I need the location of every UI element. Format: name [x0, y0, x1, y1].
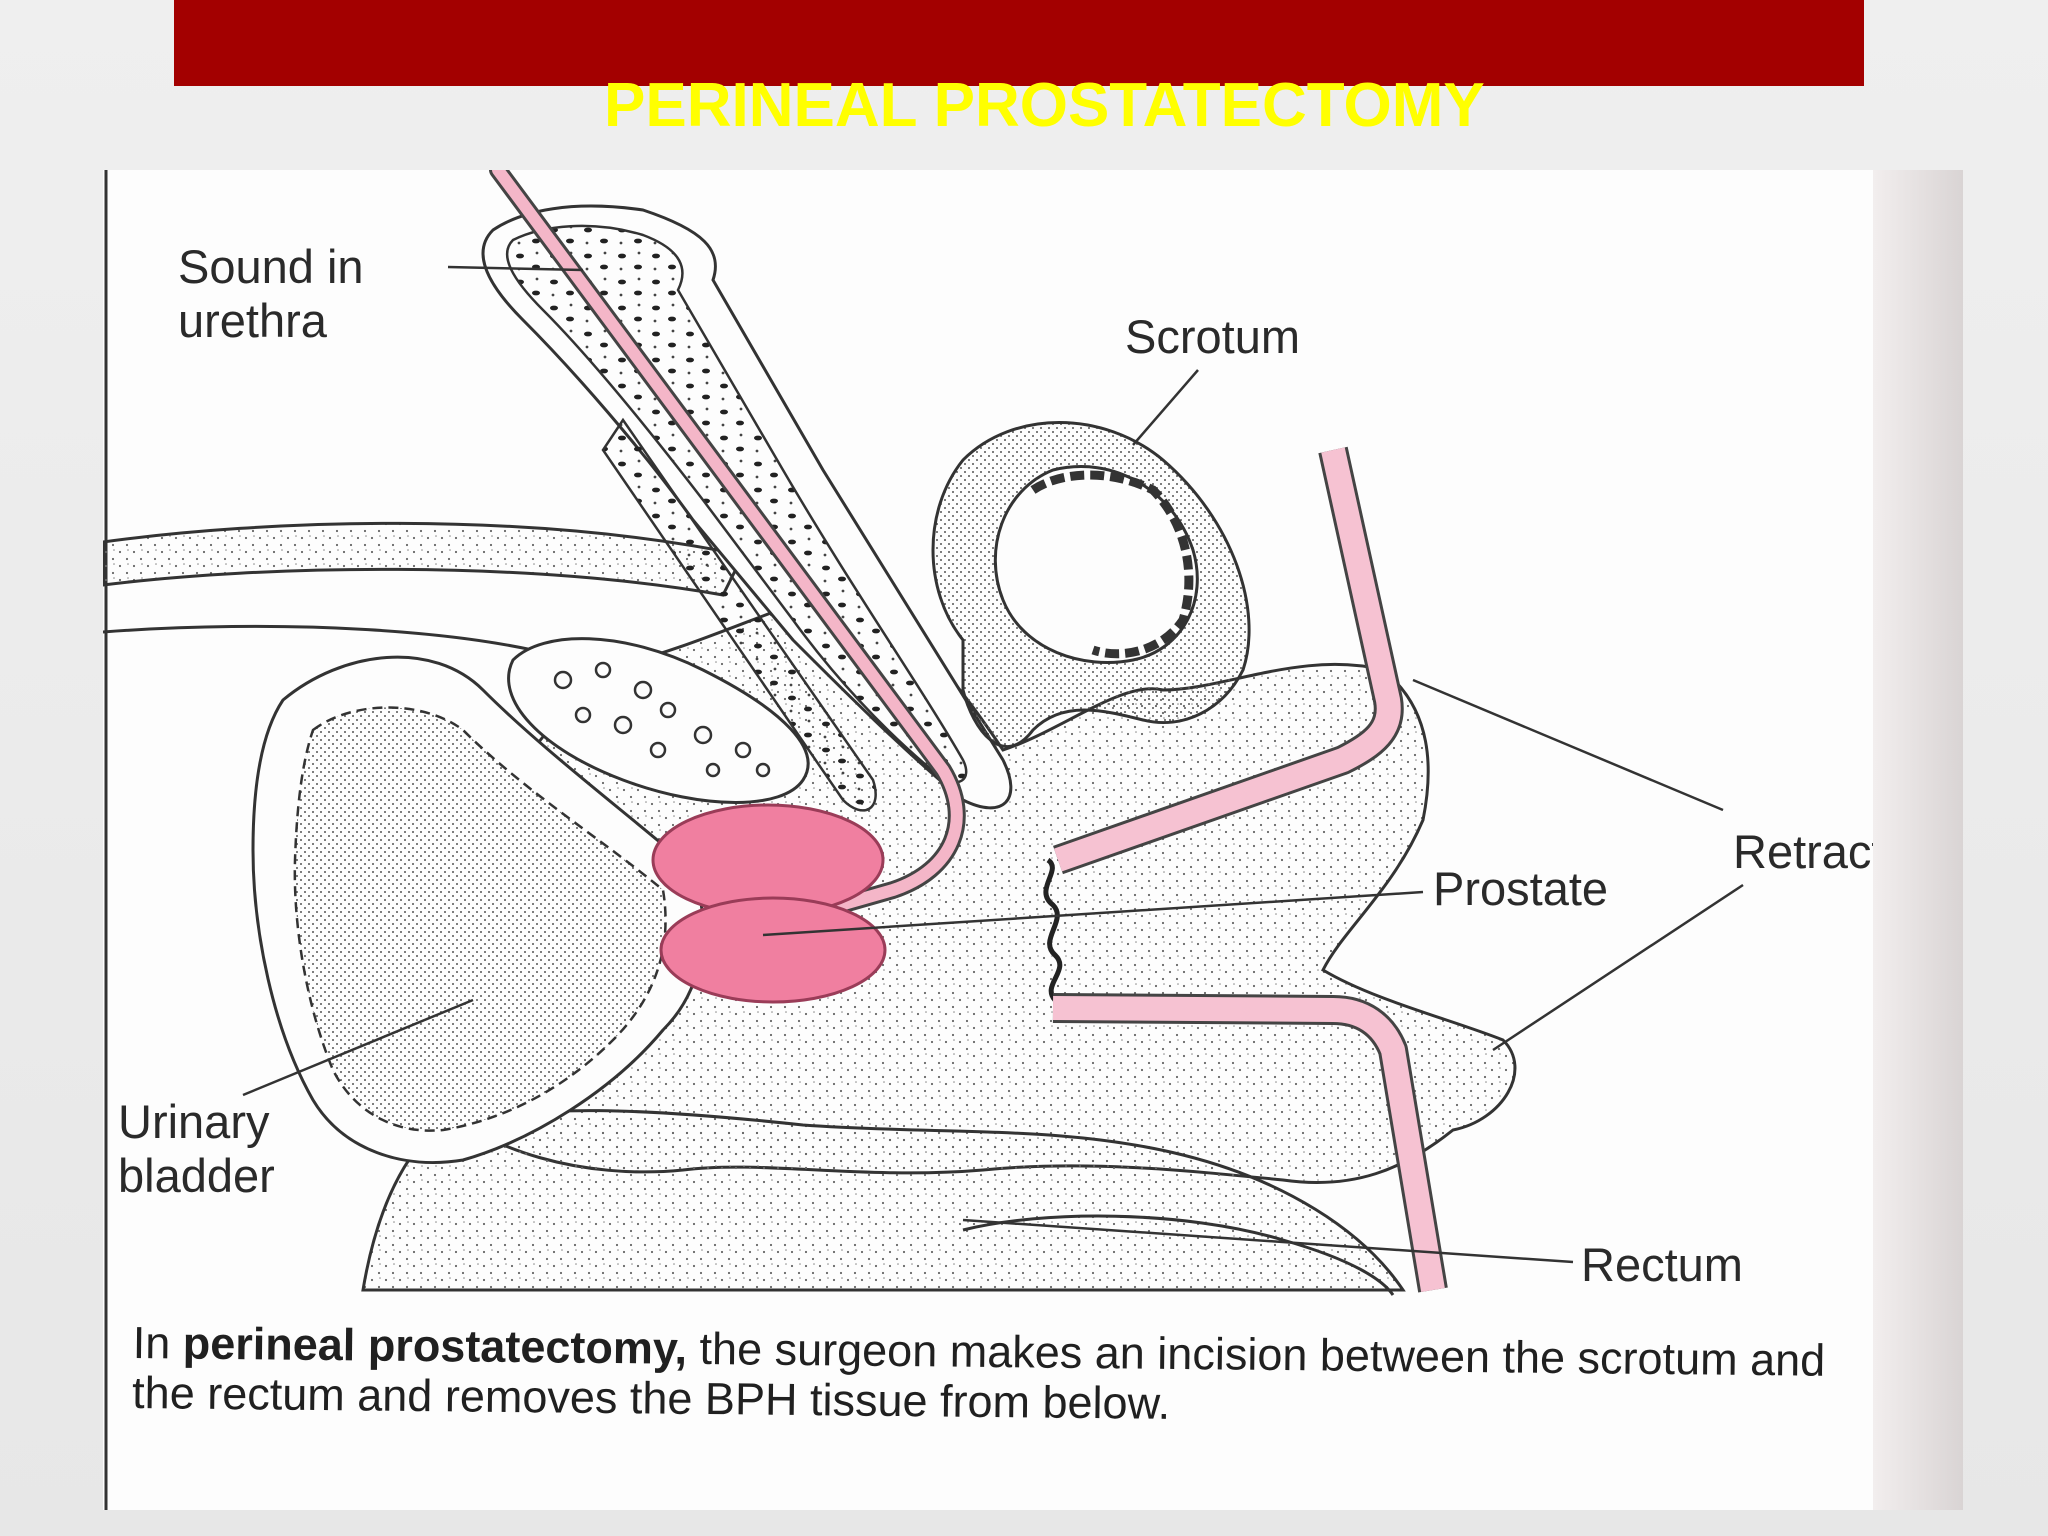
leader-scrotum [1132, 369, 1199, 446]
caption-prefix: In [132, 1317, 184, 1369]
incision-edge [1043, 857, 1063, 1002]
pubic-bone [507, 637, 810, 804]
label-sound-in-urethra: Sound in urethra [178, 240, 364, 348]
anatomy-figure: Sound in urethra Scrotum Retractor Prost… [103, 170, 1963, 1510]
anatomy-drawing [103, 170, 1744, 1510]
lower-retractor [1052, 996, 1445, 1292]
urethral-sound [492, 170, 963, 916]
leader-prostate [762, 890, 1424, 937]
testis [993, 465, 1199, 664]
label-scrotum: Scrotum [1125, 310, 1300, 363]
leader-retractor-upper [1412, 678, 1724, 812]
leader-bladder [242, 998, 474, 1097]
figure-caption: In perineal prostatectomy, the surgeon m… [132, 1317, 1893, 1436]
slide-title: PERINEAL PROSTATECTOMY [604, 71, 1485, 140]
corpus-cavernosum [601, 417, 877, 812]
prostate-lower-lobe [659, 896, 887, 1004]
leader-sound [447, 265, 584, 272]
rectal-region [361, 1109, 1406, 1292]
label-bladder-line2: bladder [118, 1149, 275, 1202]
label-sound-line1: Sound in [178, 240, 364, 293]
bladder-lumen [293, 706, 667, 1132]
page-edge-strip [1873, 170, 1963, 1510]
rectum-outline [962, 1214, 1395, 1296]
caption-bold: perineal prostatectomy, [182, 1317, 688, 1374]
abdominal-wall [103, 521, 746, 597]
label-sound-line2: urethra [178, 294, 327, 347]
label-urinary-bladder: Urinary bladder [118, 1095, 275, 1203]
label-rectum: Rectum [1581, 1238, 1743, 1291]
leader-rectum [962, 1218, 1574, 1264]
leader-retractor-lower [1492, 883, 1744, 1052]
label-bladder-line1: Urinary [118, 1095, 270, 1148]
upper-retractor [1054, 447, 1401, 872]
title-banner [174, 0, 1864, 86]
epididymis [1030, 470, 1194, 659]
label-prostate: Prostate [1433, 862, 1609, 915]
